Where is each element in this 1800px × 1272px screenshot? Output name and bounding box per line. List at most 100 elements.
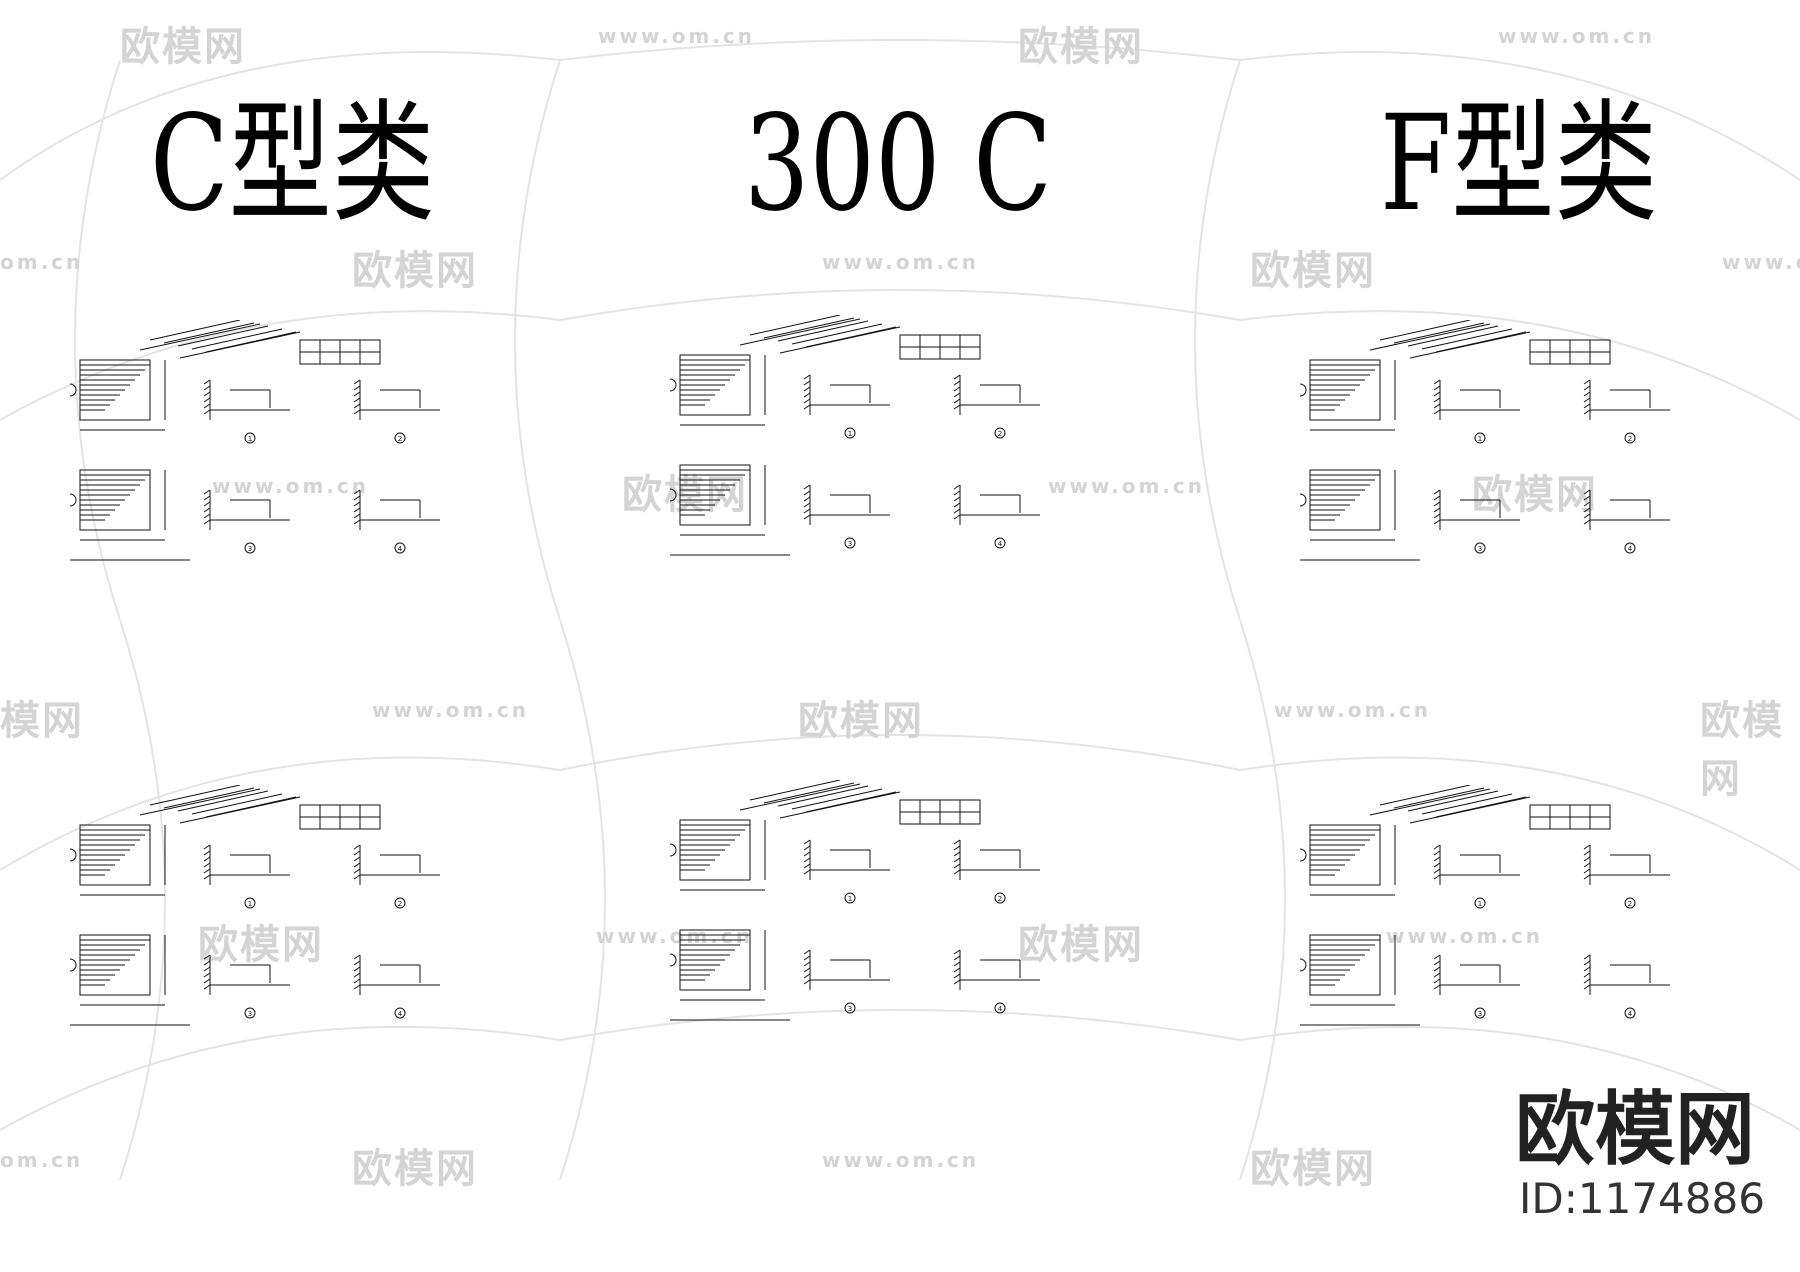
iso-rail xyxy=(179,796,301,824)
grid-bubble xyxy=(663,843,677,857)
grid-bubble xyxy=(663,953,677,967)
wall-hatch xyxy=(803,851,811,857)
wall-hatch xyxy=(203,391,211,397)
detail-bubble xyxy=(1624,432,1636,444)
iso-rail xyxy=(779,326,901,354)
watermark-url: www.om.cn xyxy=(1274,698,1432,722)
wall-hatch xyxy=(1433,489,1441,495)
wall-hatch xyxy=(1583,489,1591,495)
wall-hatch xyxy=(203,397,211,403)
detail-bubble xyxy=(1624,542,1636,554)
wall-hatch xyxy=(953,514,961,520)
iso-line xyxy=(1407,325,1499,347)
iso-line xyxy=(777,785,869,807)
wall-hatch xyxy=(803,386,811,392)
wall-hatch xyxy=(803,967,811,973)
watermark-url: www.om.cn xyxy=(822,1148,980,1172)
wall-hatch xyxy=(1433,501,1441,507)
detail-label: 1 xyxy=(1478,435,1482,443)
grid-bubble xyxy=(1293,958,1307,972)
wall-hatch xyxy=(953,490,961,496)
wall-hatch xyxy=(353,397,361,403)
wall-hatch xyxy=(1433,978,1441,984)
linework xyxy=(1293,319,1670,561)
wall-hatch xyxy=(203,489,211,495)
grid-bubble xyxy=(663,378,677,392)
iso-line xyxy=(1421,793,1513,815)
wall-hatch xyxy=(353,954,361,960)
detail-bubble xyxy=(394,432,406,444)
iso-line xyxy=(749,779,841,801)
detail-label: 1 xyxy=(848,430,852,438)
wall-hatch xyxy=(203,874,211,880)
wall-hatch xyxy=(1583,972,1591,978)
wall-hatch xyxy=(353,850,361,856)
wall-hatch xyxy=(1433,519,1441,525)
wall-hatch xyxy=(1433,391,1441,397)
wall-hatch xyxy=(353,844,361,850)
detail-label: 4 xyxy=(398,545,403,553)
watermark-url: www.om.cn xyxy=(822,250,980,274)
detail-bubble xyxy=(994,892,1006,904)
iso-rail xyxy=(1369,323,1491,351)
detail-label: 4 xyxy=(998,1005,1003,1013)
wall-hatch xyxy=(803,961,811,967)
iso-line xyxy=(191,328,283,350)
iso-line xyxy=(763,317,855,339)
heading-f-type: F型类 xyxy=(1380,87,1658,241)
iso-line xyxy=(1407,790,1499,812)
wall-hatch xyxy=(353,391,361,397)
detail-label: 3 xyxy=(248,1010,252,1018)
iso-line xyxy=(191,793,283,815)
wall-hatch xyxy=(353,966,361,972)
watermark-logo: 欧模网 xyxy=(352,1146,478,1192)
iso-line xyxy=(1393,322,1485,344)
wall-hatch xyxy=(803,955,811,961)
wall-hatch xyxy=(803,973,811,979)
wall-hatch xyxy=(1433,960,1441,966)
wall-hatch xyxy=(203,844,211,850)
wall-hatch xyxy=(203,856,211,862)
wall-hatch xyxy=(1583,501,1591,507)
heading-300-c: 300 C xyxy=(744,87,1053,241)
iso-line xyxy=(149,319,241,341)
watermark-logo-fragment: 模网 xyxy=(0,698,84,744)
wall-hatch xyxy=(353,501,361,507)
wall-hatch xyxy=(1583,874,1591,880)
iso-line xyxy=(1393,787,1485,809)
detail-label: 4 xyxy=(398,1010,403,1018)
grid-bubble xyxy=(663,488,677,502)
wall-hatch xyxy=(1583,868,1591,874)
brand-logo: 欧模网 xyxy=(1515,1083,1755,1176)
wall-hatch xyxy=(1583,409,1591,415)
watermark-url: www.om.cn xyxy=(596,924,754,948)
linework xyxy=(1293,784,1670,1026)
grid-bubble xyxy=(63,383,77,397)
wall-hatch xyxy=(1583,397,1591,403)
wall-hatch xyxy=(1433,972,1441,978)
wall-hatch xyxy=(953,502,961,508)
wall-hatch xyxy=(1433,385,1441,391)
wall-hatch xyxy=(803,949,811,955)
wall-hatch xyxy=(1433,862,1441,868)
wall-hatch xyxy=(353,403,361,409)
wall-hatch xyxy=(353,495,361,501)
detail-label: 2 xyxy=(398,900,402,908)
wall-hatch xyxy=(803,845,811,851)
wall-hatch xyxy=(953,374,961,380)
iso-line xyxy=(1379,319,1471,341)
wall-hatch xyxy=(803,863,811,869)
wall-hatch xyxy=(803,484,811,490)
wall-hatch xyxy=(803,839,811,845)
wall-hatch xyxy=(353,862,361,868)
watermark-logo: 欧模网 xyxy=(1250,1146,1376,1192)
heading-c-type: C型类 xyxy=(150,87,435,241)
detail-bubble xyxy=(994,1002,1006,1014)
wall-hatch xyxy=(1433,868,1441,874)
wall-hatch xyxy=(353,489,361,495)
wall-hatch xyxy=(953,484,961,490)
wall-hatch xyxy=(953,392,961,398)
wall-hatch xyxy=(1433,984,1441,990)
